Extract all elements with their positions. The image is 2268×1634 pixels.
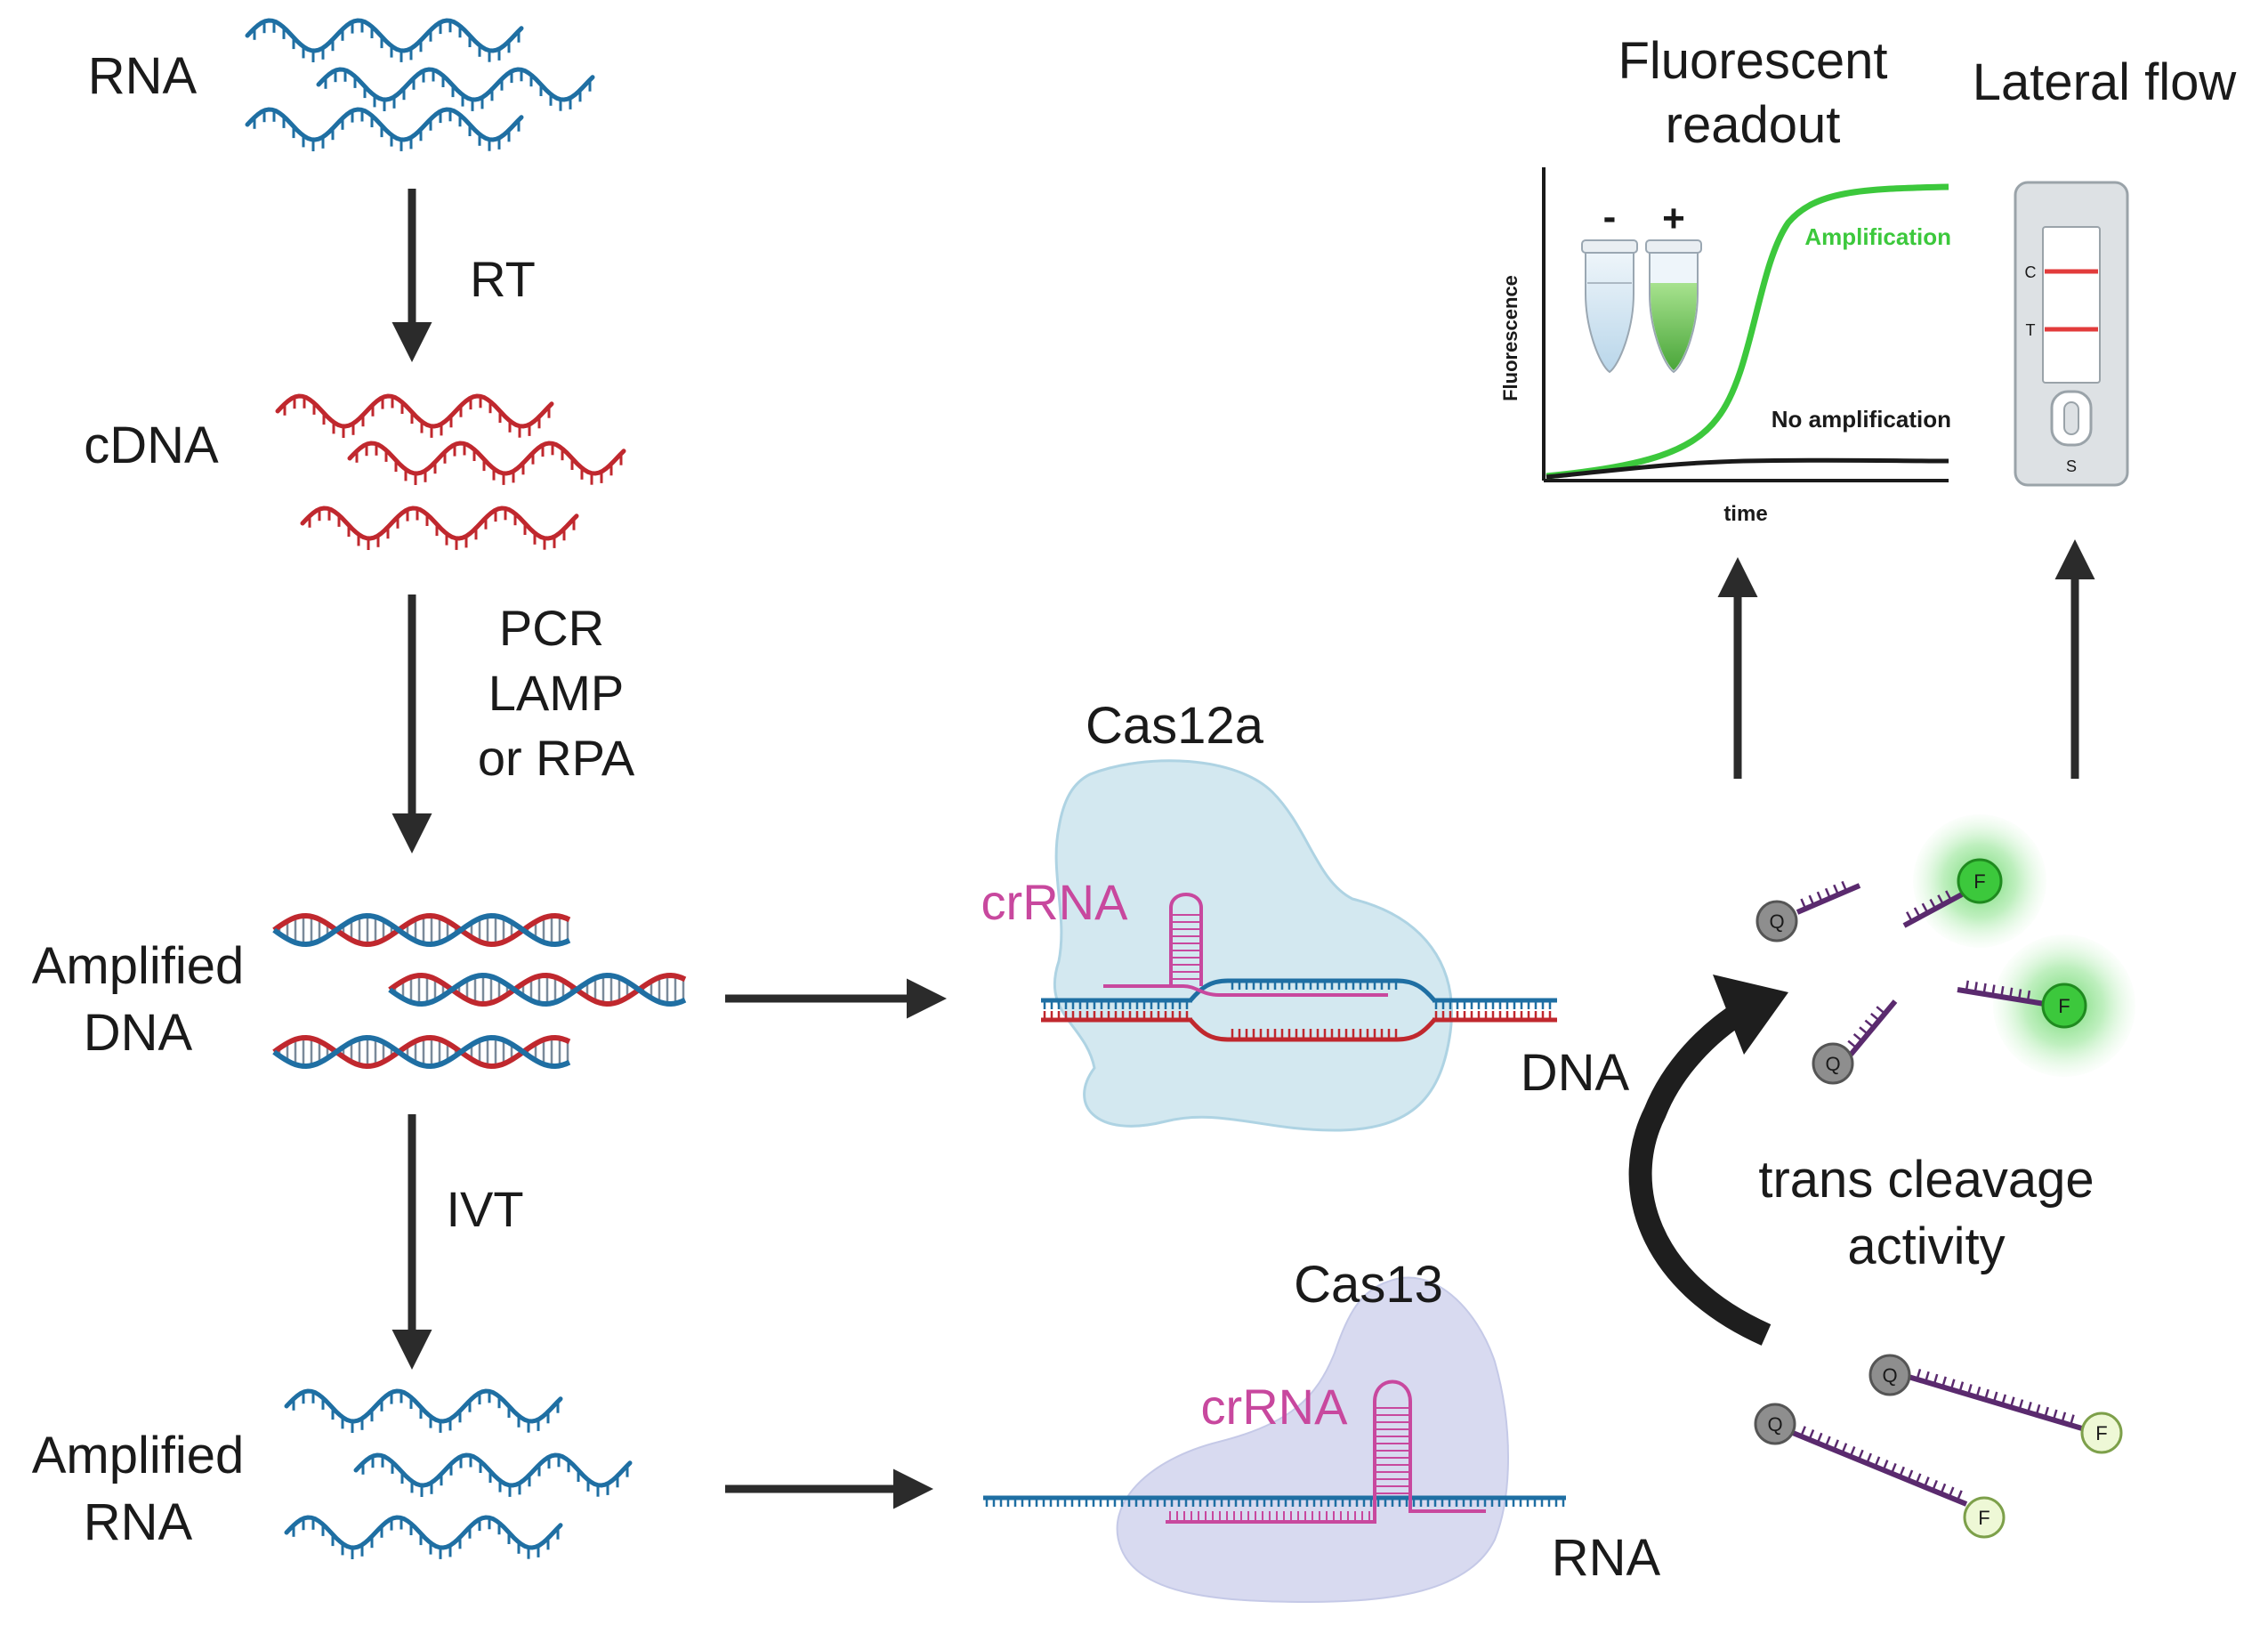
cdna-label: cDNA — [84, 417, 219, 474]
cas13-label: Cas13 — [1294, 1256, 1443, 1314]
rt-label: RT — [470, 251, 536, 307]
amplified-rna-strand-1 — [284, 1388, 563, 1433]
trans-cleavage-arrow — [1628, 999, 1772, 1346]
tube-negative-sign: - — [1603, 195, 1617, 239]
cleaved-fluorophore-2: F — [2041, 983, 2087, 1029]
cas12a-crrna-label: crRNA — [981, 874, 1129, 930]
amplified-dna-helix-3 — [272, 1034, 571, 1070]
cas13-rna-label: RNA — [1552, 1529, 1661, 1587]
cleaved-quencher-2: Q — [1812, 1042, 1854, 1085]
fluorescent-title-line1: Fluorescent — [1618, 32, 1887, 90]
trans-cleavage-label-line1: trans cleavage — [1758, 1151, 2094, 1209]
cas12a-dna-top-right — [1433, 998, 1557, 1009]
cas12a-dna-bottom-right — [1433, 1011, 1557, 1023]
cleaved-fluorophore-1: F — [1957, 858, 2003, 904]
intact-reporter-2-strand — [1791, 1426, 1968, 1507]
cdna-strand-2 — [347, 441, 626, 485]
cleaved-fluorophore-1-strand — [1902, 890, 1964, 928]
amplification-label: Amplification — [1804, 223, 1951, 250]
rna-label: RNA — [88, 47, 198, 105]
cleaved-quencher-1: Q — [1755, 900, 1798, 942]
intact-reporter-2-quencher: Q — [1754, 1403, 1796, 1445]
cleaved-fluorophore-2-strand — [1957, 980, 2046, 1007]
fluorescence-plot: Fluorescence time Amplification No ampli… — [1499, 167, 1951, 526]
cleaved-quencher-1-strand — [1796, 880, 1861, 915]
y-axis-label: Fluorescence — [1499, 275, 1521, 401]
trans-cleavage-arrow-head — [1713, 975, 1788, 1055]
cas12a-label: Cas12a — [1086, 697, 1264, 755]
cas12a-protein-shape — [1053, 759, 1453, 1132]
cas12a-complex — [1041, 759, 1557, 1132]
rna-strand-1 — [245, 18, 524, 62]
ivt-label: IVT — [446, 1181, 523, 1237]
lateral-flow-title: Lateral flow — [1973, 53, 2238, 111]
no-amplification-label: No amplification — [1772, 406, 1951, 433]
cas13-protein-shape — [1116, 1276, 1509, 1604]
rna-strand-2 — [316, 67, 595, 111]
amplification-curve — [1546, 183, 1949, 480]
cas13-crrna-label: crRNA — [1201, 1379, 1349, 1435]
cas13-crrna — [1166, 1379, 1486, 1524]
intact-reporter-1-fluorophore: F — [2080, 1412, 2123, 1454]
cdna-strand-1 — [275, 393, 554, 438]
left-column — [245, 18, 687, 1559]
tube-positive-sign: + — [1662, 197, 1685, 240]
cas12a-crrna-hairpin — [1169, 893, 1203, 986]
amplified-rna-label-line1: Amplified — [32, 1427, 245, 1484]
intact-reporter-2-fluorophore: F — [1963, 1496, 2006, 1539]
amplified-rna-strand-3 — [284, 1515, 563, 1559]
trans-cleavage-label-line2: activity — [1847, 1217, 2005, 1275]
rpa-label: or RPA — [478, 730, 635, 786]
amplified-dna-label-line1: Amplified — [32, 937, 245, 995]
intact-reporter-1-strand — [1908, 1368, 2083, 1431]
no-amplification-curve — [1546, 457, 1949, 480]
strip-s-label: S — [2066, 457, 2077, 475]
amplified-dna-label-line2: DNA — [84, 1004, 193, 1062]
svg-text:Q: Q — [1767, 1413, 1782, 1436]
cas12a-target-strand — [1189, 1018, 1436, 1042]
rna-strand-3 — [245, 107, 524, 151]
x-axis-label: time — [1723, 502, 1767, 526]
strip-c-label: C — [2025, 263, 2037, 281]
intact-reporter-1-quencher: Q — [1868, 1354, 1911, 1396]
amplified-rna-strand-2 — [353, 1452, 633, 1497]
negative-tube — [1581, 239, 1638, 374]
svg-text:Q: Q — [1882, 1364, 1897, 1387]
strip-t-label: T — [2026, 321, 2036, 339]
reporter-molecules: Q F Q F Q Q F F — [1754, 814, 2135, 1539]
svg-text:F: F — [1978, 1507, 1990, 1529]
lateral-flow-strip: C T S — [2014, 181, 2129, 487]
cas12a-crrna-strand — [1103, 984, 1388, 997]
cdna-strand-3 — [300, 506, 579, 550]
lamp-label: LAMP — [488, 665, 625, 721]
amplified-dna-helix-1 — [272, 912, 571, 948]
cas12a-dna-label: DNA — [1521, 1044, 1630, 1102]
svg-text:Q: Q — [1769, 910, 1784, 933]
svg-text:Q: Q — [1825, 1053, 1840, 1075]
positive-tube — [1645, 239, 1702, 374]
svg-text:F: F — [2095, 1422, 2107, 1444]
svg-text:F: F — [2058, 995, 2070, 1017]
cleaved-quencher-2-strand — [1847, 999, 1898, 1056]
cas13-complex — [983, 1276, 1566, 1604]
cas12a-dna-bottom-left — [1041, 1011, 1192, 1023]
pcr-label: PCR — [499, 600, 604, 656]
cas12a-dna-top-left — [1041, 998, 1192, 1009]
cas13-target-rna — [983, 1495, 1566, 1507]
amplified-dna-helix-2 — [388, 972, 687, 1007]
fluorescent-title-line2: readout — [1666, 96, 1841, 154]
amplified-rna-label-line2: RNA — [84, 1493, 193, 1551]
svg-text:F: F — [1973, 870, 1985, 893]
